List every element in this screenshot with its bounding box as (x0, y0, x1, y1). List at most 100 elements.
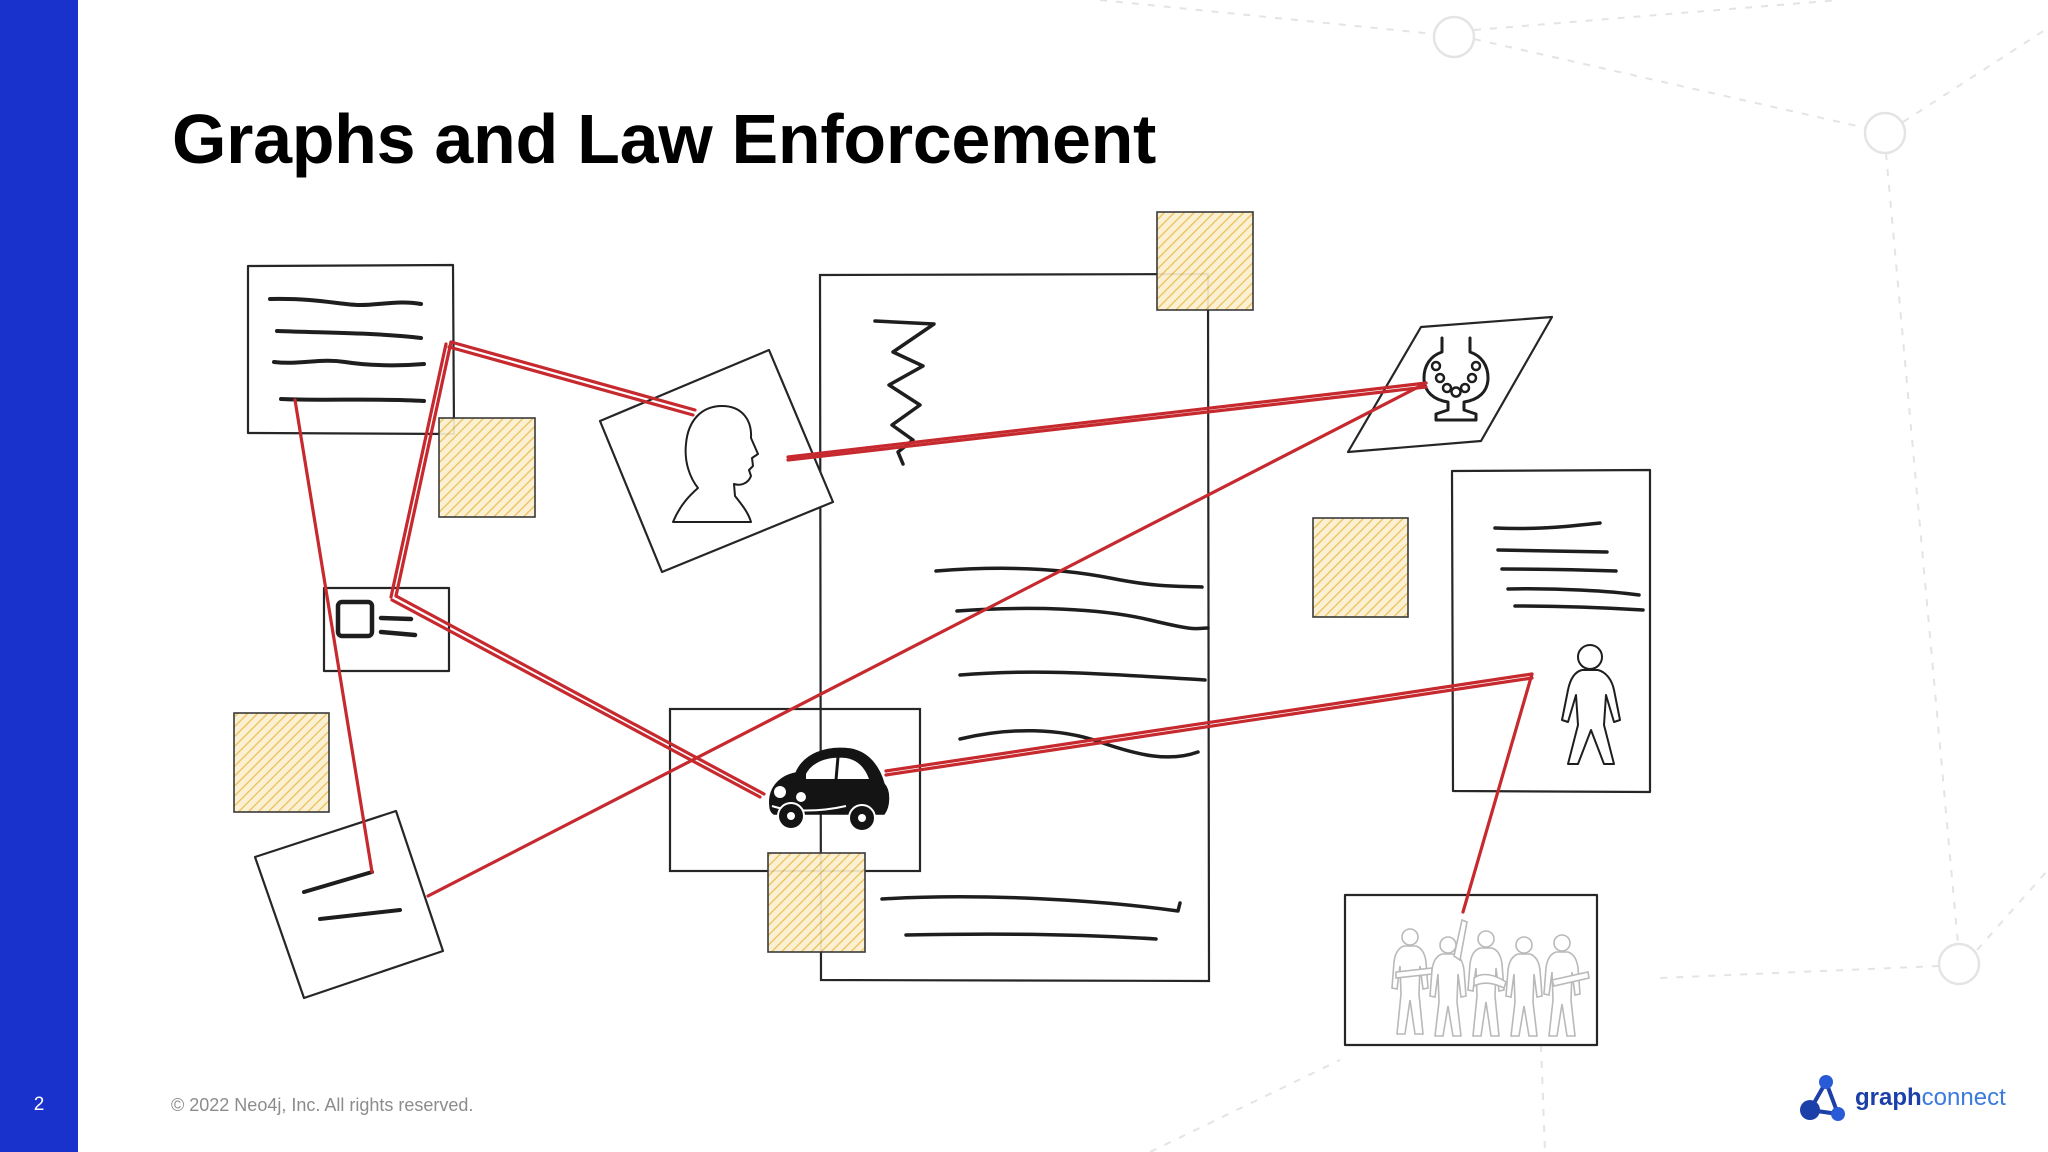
text-line (302, 870, 374, 894)
network-edge (1659, 965, 1940, 979)
text-line (279, 397, 426, 403)
necklace-beads (1430, 360, 1482, 398)
vehicle-photo (668, 707, 922, 873)
band-photo (1343, 893, 1599, 1047)
necklace-bead (1470, 360, 1482, 372)
witness-document (1450, 468, 1652, 794)
network-edge (1149, 1059, 1341, 1152)
suspect-photo-frame (598, 348, 835, 574)
connection-line (426, 381, 1428, 898)
network-edge (1473, 0, 1841, 31)
report-frame (246, 263, 456, 436)
logo-text-graph: graph (1855, 1084, 1922, 1111)
connection-line (293, 398, 374, 874)
band-member (1505, 936, 1543, 1037)
text-line (318, 908, 402, 921)
text-line (1496, 548, 1609, 554)
connection-line (389, 342, 448, 599)
sticky-note (438, 417, 536, 518)
logo-node (1819, 1075, 1833, 1089)
logo-node (1800, 1100, 1820, 1120)
necklace-bead (1459, 382, 1471, 394)
connection-line (447, 345, 695, 417)
text-line (275, 329, 423, 340)
rotated-note (253, 809, 445, 1000)
page-number: 2 (33, 1094, 45, 1115)
background-network (1099, 0, 2048, 1152)
necklace-bead (1430, 360, 1442, 372)
band-member (1391, 928, 1433, 1035)
network-edge (1976, 869, 2048, 951)
rotated-note-frame (253, 809, 445, 1000)
text-line (880, 895, 1182, 913)
case-file-document (818, 272, 1211, 983)
id-card-icon (335, 599, 375, 639)
network-edge (1902, 27, 2048, 123)
band-silhouette-icon (1391, 918, 1590, 1037)
network-edge (1473, 38, 1867, 129)
connection-line (1461, 672, 1534, 914)
band-member (1543, 934, 1590, 1037)
connection-line (884, 672, 1534, 773)
vehicle-headlight (774, 786, 786, 798)
text-line (958, 670, 1207, 682)
connection-line (449, 340, 697, 412)
band-member (1467, 930, 1507, 1037)
sticky-note (767, 852, 866, 953)
sticky-note (233, 712, 330, 813)
head-silhouette-icon (672, 405, 759, 523)
graphconnect-logo-icon (1800, 1075, 1845, 1121)
text-line (934, 566, 1204, 589)
logo-text-connect: connect (1921, 1084, 2006, 1111)
vehicle-bumper (771, 805, 847, 812)
text-line (1500, 567, 1618, 573)
vehicle-icon (769, 747, 890, 832)
connection-line (394, 594, 766, 796)
accent-side-bar (0, 0, 78, 1152)
text-line (1506, 587, 1641, 597)
graphconnect-logo-text: graphconnect (1855, 1085, 2006, 1111)
network-node (1432, 15, 1476, 59)
logo-edge (1806, 1077, 1842, 1117)
connection-line (394, 340, 453, 598)
person-body (1561, 669, 1621, 765)
person-outline-icon (1561, 644, 1621, 765)
connection-line (390, 598, 762, 799)
slide-title: Graphs and Law Enforcement (172, 100, 1157, 178)
network-edge (1885, 152, 1959, 945)
necklace-bead (1434, 372, 1446, 384)
report-document (246, 263, 456, 436)
id-card (322, 586, 451, 673)
connection-line (786, 385, 1428, 462)
vehicle-wheel-hub (787, 812, 795, 820)
text-line (1493, 521, 1602, 531)
necklace-bust-icon (1422, 336, 1490, 422)
necklace-bead (1441, 382, 1453, 394)
id-card-text-line (378, 615, 414, 622)
sticky-note (1156, 211, 1254, 311)
necklace-bead (1466, 372, 1478, 384)
vehicle-window-divider (834, 756, 840, 781)
connection-lines (293, 340, 1534, 914)
text-line (904, 932, 1158, 941)
text-line (1513, 604, 1645, 612)
connection-line (884, 676, 1534, 777)
network-edge (1540, 1044, 1546, 1152)
necklace-bead (1450, 386, 1462, 398)
connection-line (786, 381, 1428, 459)
network-node (1863, 111, 1907, 155)
logo-node (1831, 1107, 1845, 1121)
copyright-footer: © 2022 Neo4j, Inc. All rights reserved. (171, 1095, 474, 1115)
text-line (268, 296, 423, 307)
vehicle-wheel-hub (858, 814, 866, 822)
text-line (272, 358, 426, 368)
witness-document-frame (1450, 468, 1652, 794)
vehicle-headlight (796, 792, 806, 802)
id-card-text-line (378, 629, 418, 638)
network-edge (1099, 0, 1435, 35)
text-line (955, 606, 1210, 631)
band-member (1429, 918, 1468, 1037)
suspect-photo (598, 348, 835, 574)
